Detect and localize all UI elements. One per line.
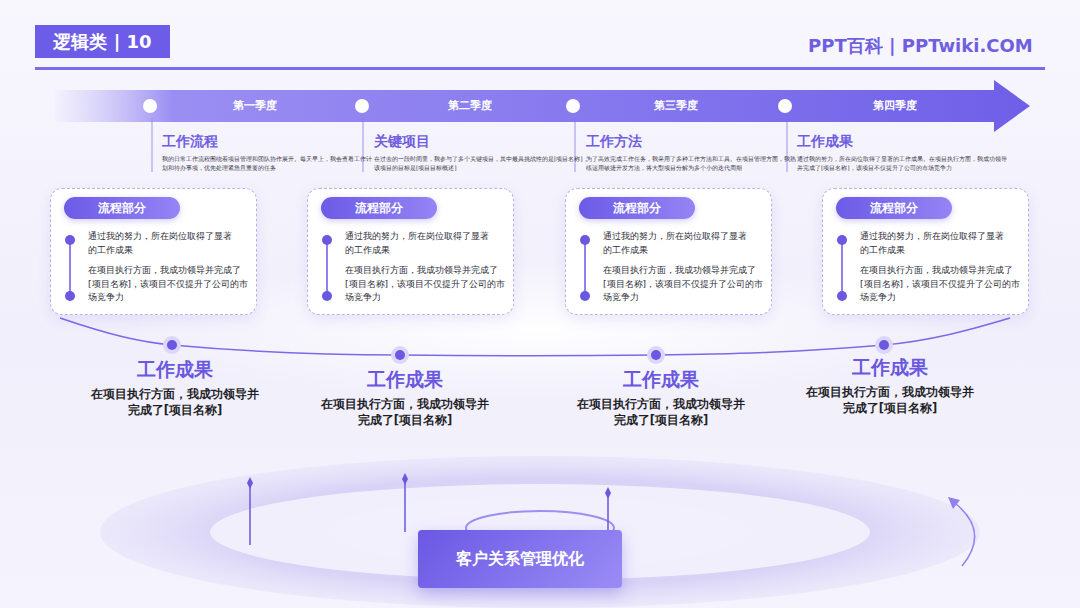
result-heading: 工作成果 — [305, 367, 505, 393]
bullet-dot — [65, 235, 75, 245]
bullet-text: 通过我的努力，所在岗位取得了显著的工作成果 — [88, 230, 240, 257]
card-header-pill: 流程部分 — [579, 197, 695, 219]
process-card: 流程部分通过我的努力，所在岗位取得了显著的工作成果在项目执行方面，我成功领导并完… — [822, 188, 1029, 315]
section-description: 在过去的一段时间里，我参与了多个关键项目，其中最具挑战性的是[项目名称]，该项目… — [374, 154, 589, 172]
curve-dot — [395, 350, 405, 360]
section-description: 为了高效完成工作任务，我采用了多种工作方法和工具。在项目管理方面，我熟练运用敏捷… — [586, 154, 801, 172]
bullet-dot — [837, 235, 847, 245]
section-heading: 工作流程 — [162, 133, 342, 151]
result-heading: 工作成果 — [75, 357, 275, 383]
result-heading: 工作成果 — [561, 367, 761, 393]
goal-label: 客户关系管理优化 — [418, 530, 622, 588]
quarter-dot — [355, 99, 369, 113]
bullet-dot — [580, 235, 590, 245]
section-description: 我的日常工作流程围绕着项目管理和团队协作展开。每天早上，我会查看工作计划和待办事… — [162, 154, 377, 172]
section-heading: 工作成果 — [797, 133, 977, 151]
quarter-dot — [143, 99, 157, 113]
bullet-text: 在项目执行方面，我成功领导并完成了[项目名称]，该项目不仅提升了公司的市场竞争力 — [88, 264, 250, 305]
base-plate — [100, 456, 980, 608]
leader-line — [787, 118, 788, 172]
process-card: 流程部分通过我的努力，所在岗位取得了显著的工作成果在项目执行方面，我成功领导并完… — [565, 188, 772, 315]
card-header-pill: 流程部分 — [321, 197, 437, 219]
pill-label: 流程部分 — [579, 197, 695, 219]
pill-label: 流程部分 — [321, 197, 437, 219]
result-text: 在项目执行方面，我成功领导并完成了[项目名称] — [804, 384, 976, 416]
watermark: PPT百科 | PPTwiki.COM — [808, 34, 1048, 58]
card-header-pill: 流程部分 — [836, 197, 952, 219]
bullet-stem — [69, 241, 71, 295]
bullet-dot — [837, 291, 847, 301]
goal-box: 客户关系管理优化 — [418, 530, 622, 588]
section-description: 通过我的努力，所在岗位取得了显著的工作成果。在项目执行方面，我成功领导并完成了[… — [797, 154, 1012, 172]
leader-line — [152, 118, 153, 172]
curve-dot-halo — [875, 336, 893, 354]
spike-tip — [402, 473, 408, 485]
process-card: 流程部分通过我的努力，所在岗位取得了显著的工作成果在项目执行方面，我成功领导并完… — [307, 188, 514, 315]
spike-line — [249, 484, 251, 545]
spike-tip — [605, 487, 611, 499]
spike-tip — [247, 477, 253, 489]
timeline-arrow: 第一季度 第二季度 第三季度 第四季度 — [55, 80, 1030, 132]
curve-dot — [879, 340, 889, 350]
spike-line — [404, 480, 406, 532]
curve-dot — [651, 350, 661, 360]
bullet-dot — [322, 235, 332, 245]
result-text: 在项目执行方面，我成功领导并完成了[项目名称] — [575, 396, 747, 428]
bullet-dot — [65, 291, 75, 301]
bullet-stem — [584, 241, 586, 295]
title-tag: 逻辑类 | 10 — [35, 25, 170, 58]
bullet-text: 在项目执行方面，我成功领导并完成了[项目名称]，该项目不仅提升了公司的市场竞争力 — [860, 264, 1022, 305]
bullet-text: 在项目执行方面，我成功领导并完成了[项目名称]，该项目不仅提升了公司的市场竞争力 — [603, 264, 765, 305]
result-text: 在项目执行方面，我成功领导并完成了[项目名称] — [89, 386, 261, 418]
leader-line — [575, 118, 576, 172]
pill-label: 流程部分 — [64, 197, 180, 219]
section-heading: 关键项目 — [374, 133, 554, 151]
bullet-stem — [841, 241, 843, 295]
curve-dot-halo — [163, 336, 181, 354]
quarter-label: 第二季度 — [425, 99, 515, 113]
quarter-dot — [778, 99, 792, 113]
orbit-arrow — [956, 504, 975, 566]
quarter-label: 第四季度 — [850, 99, 940, 113]
card-header-pill: 流程部分 — [64, 197, 180, 219]
quarter-label: 第一季度 — [210, 99, 300, 113]
curve-dot — [167, 340, 177, 350]
bullet-text: 在项目执行方面，我成功领导并完成了[项目名称]，该项目不仅提升了公司的市场竞争力 — [345, 264, 507, 305]
bullet-dot — [580, 291, 590, 301]
orbit-arrowhead — [948, 497, 960, 509]
quarter-dot — [566, 99, 580, 113]
curve-dot-halo — [647, 346, 665, 364]
bullet-stem — [326, 241, 328, 295]
bullet-text: 通过我的努力，所在岗位取得了显著的工作成果 — [345, 230, 497, 257]
bullet-text: 通过我的努力，所在岗位取得了显著的工作成果 — [860, 230, 1012, 257]
section-heading: 工作方法 — [586, 133, 766, 151]
pill-label: 流程部分 — [836, 197, 952, 219]
arrow-body — [55, 80, 1030, 132]
header-rule — [35, 67, 1045, 70]
result-heading: 工作成果 — [790, 355, 990, 381]
bullet-dot — [322, 291, 332, 301]
result-text: 在项目执行方面，我成功领导并完成了[项目名称] — [319, 396, 491, 428]
process-card: 流程部分通过我的努力，所在岗位取得了显著的工作成果在项目执行方面，我成功领导并完… — [50, 188, 257, 315]
bullet-text: 通过我的努力，所在岗位取得了显著的工作成果 — [603, 230, 755, 257]
curve-dot-halo — [391, 346, 409, 364]
quarter-label: 第三季度 — [631, 99, 721, 113]
timeline-curve — [60, 318, 1010, 356]
leader-line — [363, 118, 364, 172]
